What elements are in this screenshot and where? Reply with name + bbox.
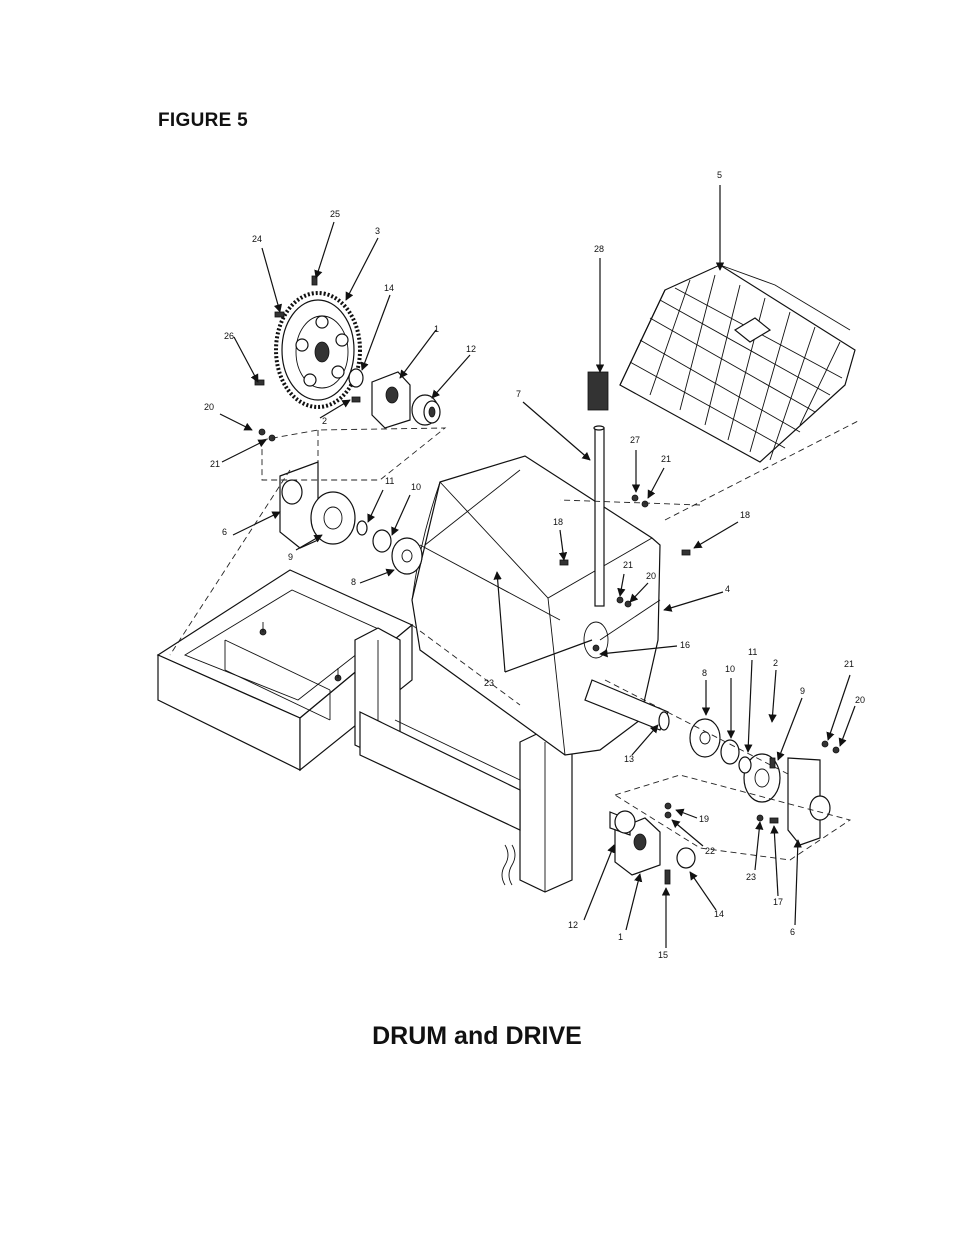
callout: 11	[748, 647, 757, 657]
callout: 9	[800, 686, 805, 696]
diagram-caption: DRUM and DRIVE	[372, 1022, 582, 1050]
callout: 9	[288, 552, 293, 562]
callout: 19	[699, 814, 709, 824]
callout-numbers: 5 28 7 25 24 3 14 1 12 26 2 20 21 6 9 11…	[204, 170, 865, 960]
callout: 26	[224, 331, 234, 341]
callout: 15	[658, 950, 668, 960]
mount-bracket	[279, 461, 831, 846]
callout: 14	[714, 909, 724, 919]
callout: 27	[630, 435, 640, 445]
callout: 22	[705, 846, 715, 856]
callout: 1	[618, 932, 623, 942]
gear	[274, 291, 362, 409]
callout-arrows	[219, 185, 856, 948]
callout: 24	[252, 234, 262, 244]
callout: 10	[411, 482, 421, 492]
callout: 23	[746, 872, 756, 882]
callout: 21	[661, 454, 671, 464]
spacer	[372, 529, 740, 765]
callout: 12	[466, 344, 476, 354]
callout: 10	[725, 664, 735, 674]
callout: 7	[516, 389, 521, 399]
callout: 2	[322, 416, 327, 426]
figure-label: FIGURE 5	[158, 110, 249, 131]
drive-pulley	[411, 394, 441, 426]
callout: 3	[375, 226, 380, 236]
callout: 16	[680, 640, 690, 650]
cover-grate	[619, 264, 856, 463]
callout: 20	[204, 402, 214, 412]
callout: 8	[702, 668, 707, 678]
callout: 14	[384, 283, 394, 293]
callout: 6	[222, 527, 227, 537]
callout: 18	[553, 517, 563, 527]
callout: 23	[484, 678, 494, 688]
callout: 18	[740, 510, 750, 520]
callout: 8	[351, 577, 356, 587]
callout: 1	[434, 324, 439, 334]
assembly-lines	[169, 419, 861, 861]
callout: 17	[773, 897, 783, 907]
stand-frame	[156, 569, 573, 893]
callout: 2	[773, 658, 778, 668]
callout: 28	[594, 244, 604, 254]
callout: 20	[646, 571, 656, 581]
callout: 6	[790, 927, 795, 937]
callout: 11	[385, 476, 394, 486]
callout: 25	[330, 209, 340, 219]
callout: 21	[844, 659, 854, 669]
callout: 5	[717, 170, 722, 180]
callout: 13	[624, 754, 634, 764]
callout: 21	[210, 459, 220, 469]
drum	[411, 425, 670, 756]
callout: 12	[568, 920, 578, 930]
callout: 21	[623, 560, 633, 570]
seal	[356, 520, 752, 774]
callout: 20	[855, 695, 865, 705]
bearing	[348, 368, 696, 869]
callout: 4	[725, 584, 730, 594]
